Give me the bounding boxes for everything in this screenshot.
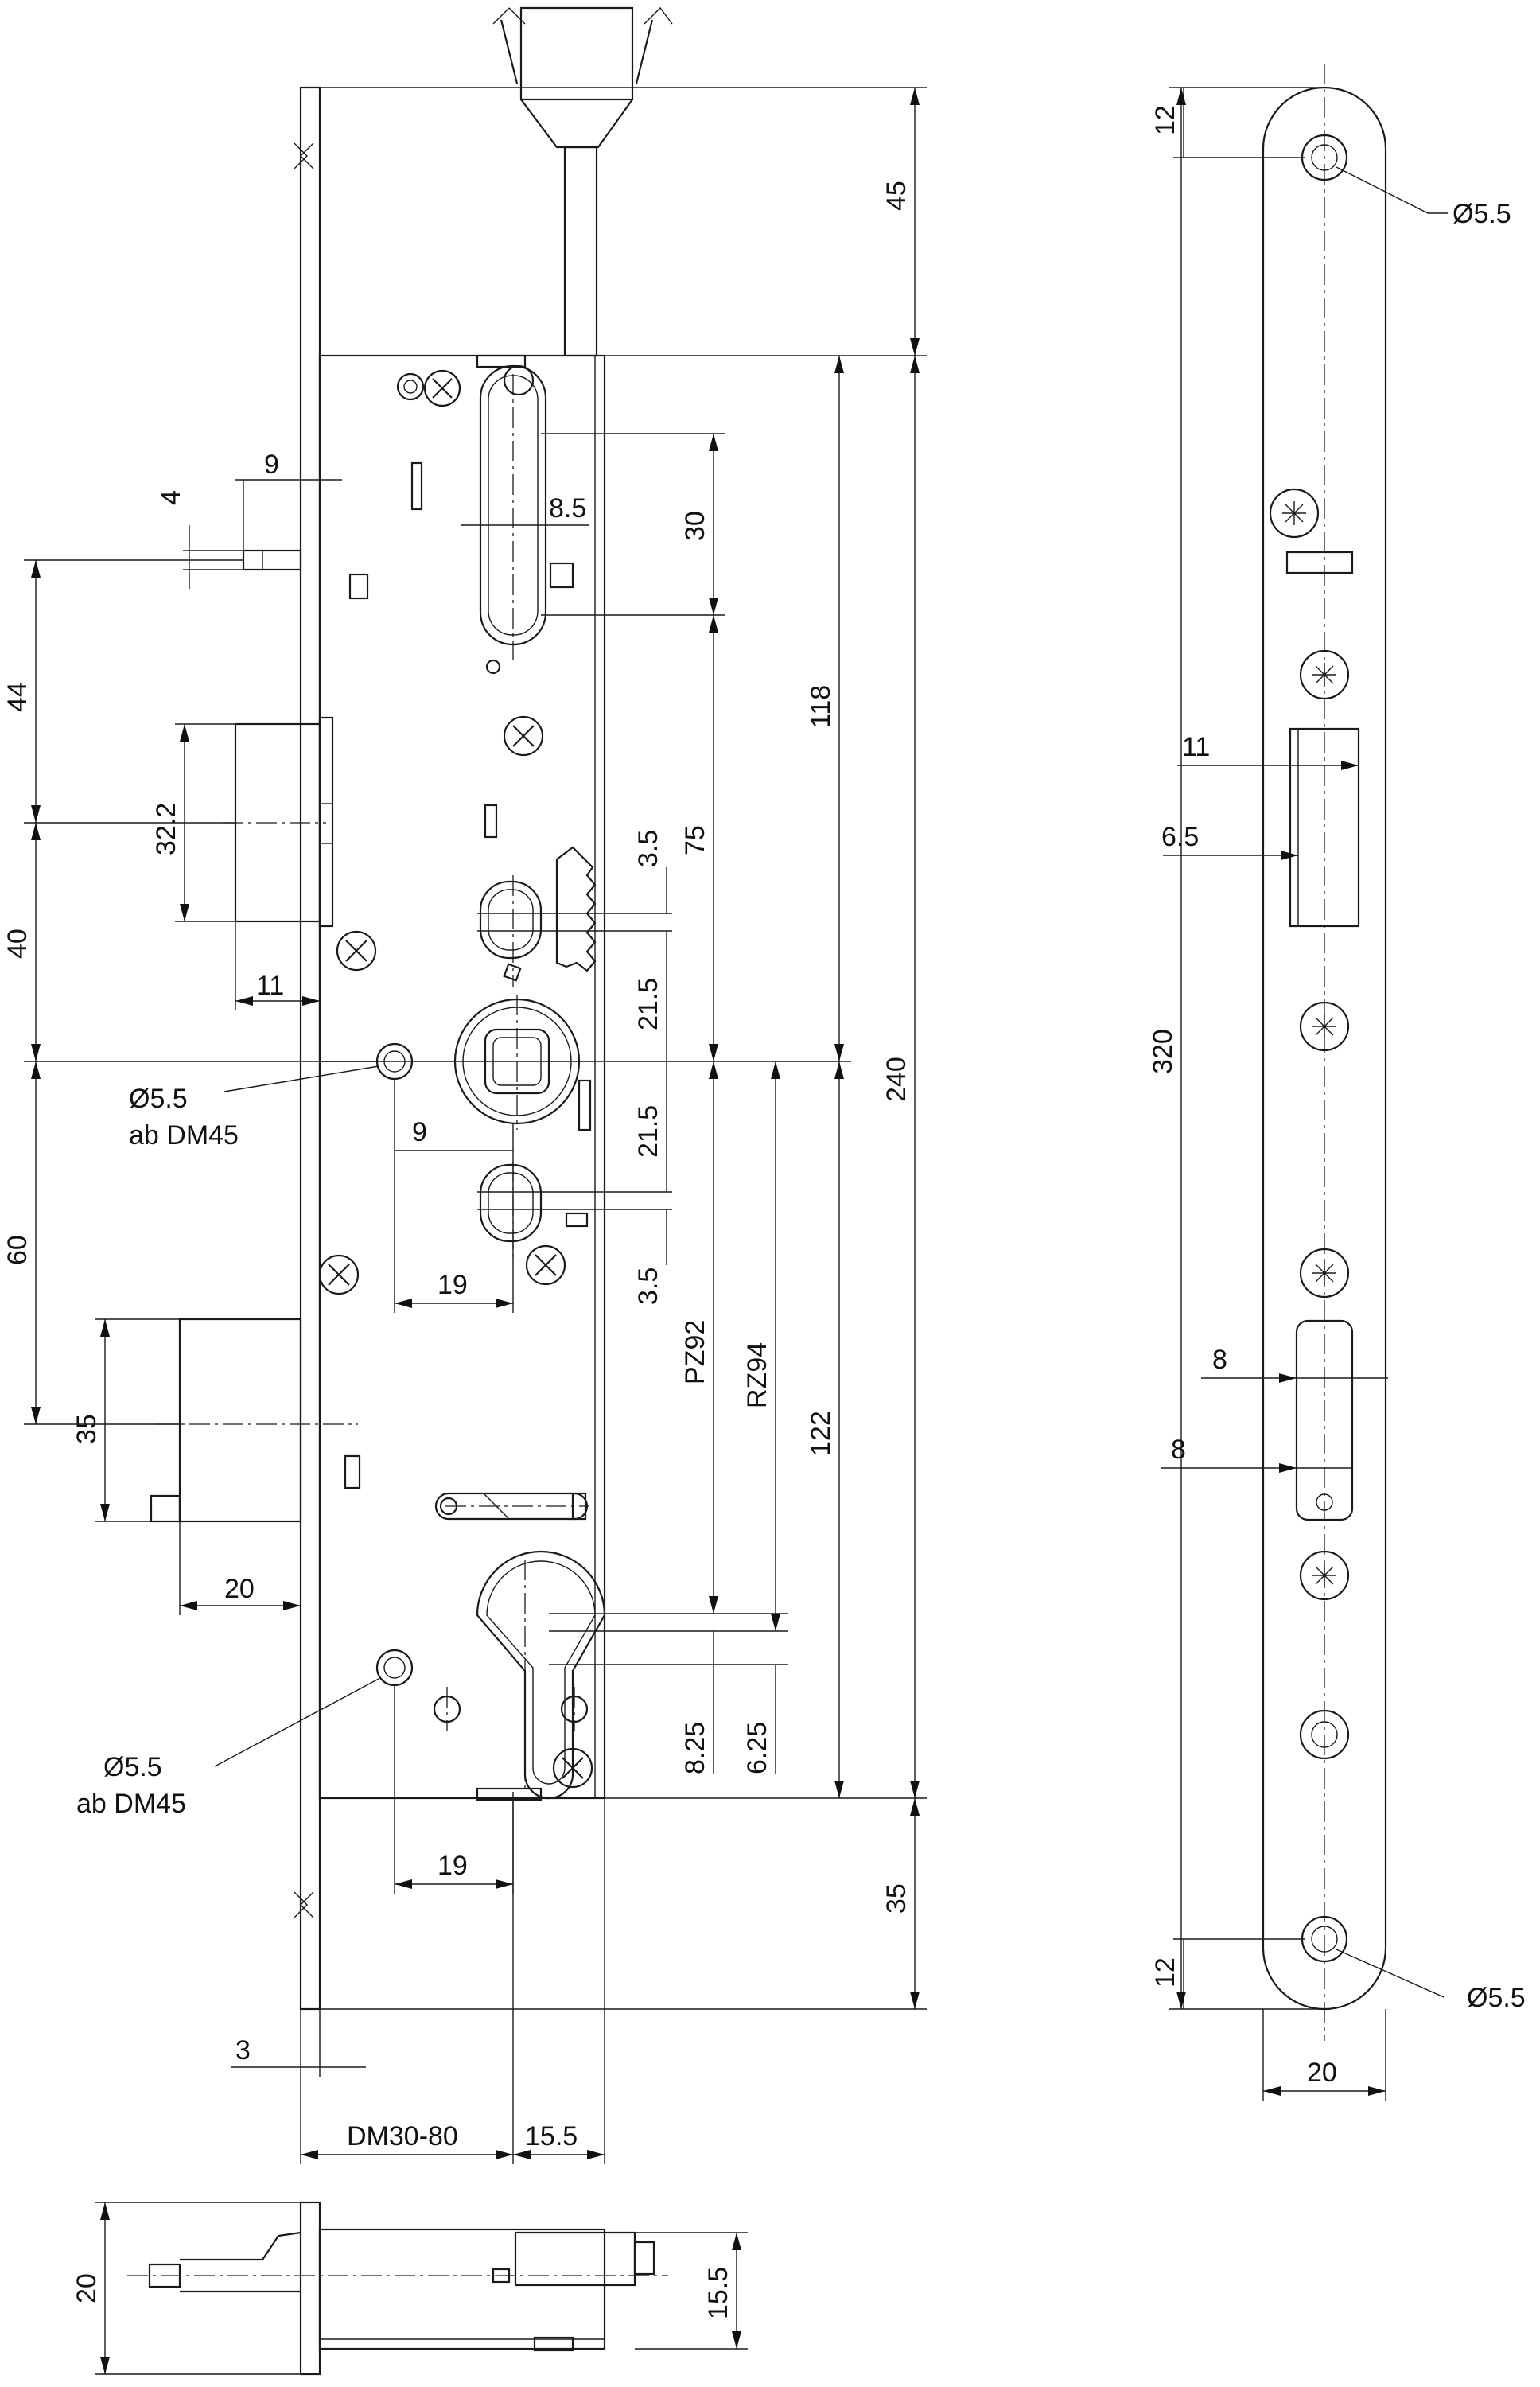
strike-dim-11: 11 (1182, 732, 1210, 762)
dimension-texts: 45 35 240 118 122 30 8.5 75 3.5 21.5 21.… (2, 181, 912, 2151)
bottom-cylinder-block (514, 2231, 636, 2287)
upper-latch-pin (242, 549, 302, 571)
dim-left-20: 20 (224, 1574, 255, 1604)
screw-5 (525, 1244, 566, 1286)
dim-75: 75 (680, 825, 710, 855)
centre-lines (156, 374, 589, 1790)
lock-body-view (150, 6, 673, 2011)
latch-tail-serrated (555, 846, 597, 972)
top-rod-taper (520, 99, 633, 149)
dim-lower-122: 122 (806, 1411, 836, 1456)
screw-1 (396, 369, 461, 407)
deadbolt (178, 1318, 302, 1523)
dim-plate-3: 3 (235, 2035, 251, 2066)
dim-spindle-19: 19 (438, 1270, 468, 1300)
dim-left-40: 40 (2, 929, 33, 959)
lower-hub-slot (479, 1163, 542, 1243)
hole-label-lower-1: Ø5.5 (103, 1752, 162, 1782)
strike-screw-3 (1299, 1001, 1350, 1052)
strike-screw-5 (1299, 1550, 1350, 1601)
dim-3-5-bottom: 3.5 (633, 1267, 663, 1305)
bottom-view: 20 15.5 (72, 2201, 748, 2376)
dim-6-25: 6.25 (742, 1722, 772, 1774)
hole-label-lower-2: ab DM45 (76, 1789, 186, 1819)
top-rod-head (519, 6, 634, 101)
strike-screw-2 (1299, 649, 1350, 700)
dim-left-60: 60 (2, 1235, 33, 1265)
dim-left-11: 11 (256, 971, 284, 1001)
dim-cyl-19: 19 (438, 1851, 468, 1881)
bottom-dim-20: 20 (72, 2273, 102, 2303)
dim-21-5-top: 21.5 (633, 978, 663, 1030)
dim-slot-30: 30 (680, 511, 710, 541)
strike-bolt-opening (1295, 1319, 1354, 1521)
dimension-lines (24, 87, 927, 2164)
dim-upper-118: 118 (806, 685, 836, 728)
dim-21-5-bottom: 21.5 (633, 1105, 663, 1158)
dim-latch-4: 4 (156, 490, 186, 505)
bottom-case (318, 2228, 606, 2350)
strike-dim-6-5: 6.5 (1161, 822, 1199, 852)
strike-screw-4 (1299, 1248, 1350, 1299)
strike-dim-8-b: 8 (1171, 1435, 1186, 1465)
dim-latch-9: 9 (264, 450, 279, 480)
dim-left-35: 35 (72, 1414, 102, 1444)
bottom-latch (180, 2231, 301, 2293)
bottom-faceplate (299, 2201, 321, 2376)
dim-spindle-9: 9 (412, 1117, 427, 1147)
dim-bottom-35: 35 (881, 1883, 912, 1914)
dim-total-240: 240 (881, 1057, 912, 1102)
strike-plain-hole (1299, 1709, 1350, 1760)
screw-4 (318, 1254, 360, 1295)
dim-pz92: PZ92 (680, 1320, 710, 1384)
strike-pin (1285, 551, 1354, 574)
dim-8-25: 8.25 (680, 1722, 710, 1774)
screw-2 (503, 715, 544, 757)
dim-3-5-top: 3.5 (633, 830, 663, 867)
hole-lower (375, 1649, 414, 1687)
dim-case-15-5: 15.5 (525, 2121, 578, 2151)
deadbolt-pin (150, 1494, 181, 1523)
dim-left-32-2: 32.2 (151, 803, 181, 855)
dimension-arrows (31, 88, 920, 2159)
strike-latch-opening (1289, 727, 1360, 928)
dim-slot-8-5: 8.5 (549, 493, 586, 524)
strike-dim-12-top: 12 (1150, 105, 1180, 135)
faceplate (299, 86, 321, 2011)
strike-dim-d-bottom: Ø5.5 (1467, 1983, 1526, 2013)
strike-dim-8-a: 8 (1212, 1345, 1227, 1375)
cylinder-cutout (476, 1550, 606, 1800)
strike-dim-320: 320 (1148, 1029, 1178, 1074)
dim-rz94: RZ94 (742, 1342, 772, 1408)
dim-backset: DM30-80 (347, 2121, 458, 2151)
upper-hub-slot (479, 880, 542, 960)
strike-dim-d-top: Ø5.5 (1452, 199, 1511, 229)
dim-top-45: 45 (881, 181, 912, 211)
dim-left-44: 44 (2, 682, 33, 712)
bottom-dim-15-5: 15.5 (703, 2267, 733, 2319)
hole-label-upper-1: Ø5.5 (129, 1084, 188, 1114)
top-rod-arrows (492, 6, 673, 25)
screw-3 (336, 930, 377, 972)
top-rod-shaft (563, 146, 598, 357)
strike-screw-1 (1269, 488, 1320, 539)
hole-label-upper-2: ab DM45 (129, 1120, 239, 1151)
strike-plate-view: 12 Ø5.5 11 6.5 320 8 8 12 Ø5.5 20 (1148, 64, 1526, 2101)
lock-case (318, 354, 606, 1800)
strike-dim-12-bottom: 12 (1150, 1957, 1180, 1988)
strike-dim-20: 20 (1307, 2058, 1337, 2088)
